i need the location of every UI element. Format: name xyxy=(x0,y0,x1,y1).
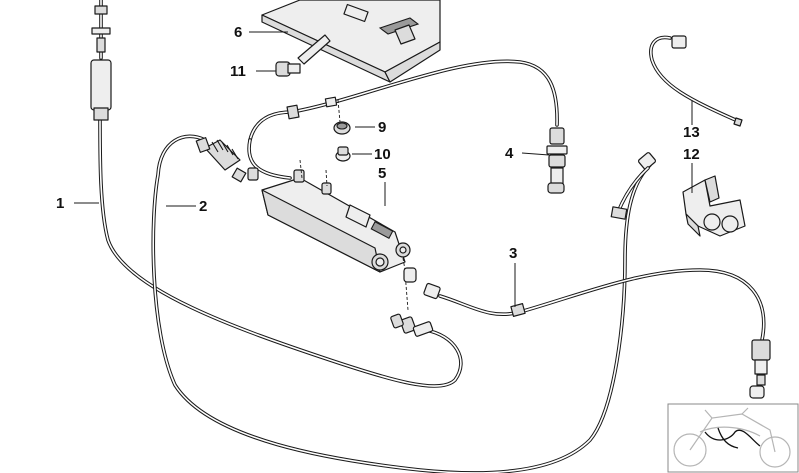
motorcycle-thumbnail-icon xyxy=(667,403,799,473)
bracket-plate-6[interactable] xyxy=(261,0,441,83)
cable-3[interactable] xyxy=(423,268,771,399)
valve-housing-5[interactable] xyxy=(247,159,417,329)
callout-4: 4 xyxy=(505,145,514,162)
callout-10: 10 xyxy=(374,146,391,163)
callout-1: 1 xyxy=(56,195,64,212)
callout-2: 2 xyxy=(199,198,207,215)
callout-9: 9 xyxy=(378,119,386,136)
bushing-10[interactable] xyxy=(335,146,351,162)
callout-labels: 1 2 3 4 5 6 9 10 11 12 13 xyxy=(56,24,700,262)
callout-3: 3 xyxy=(509,245,517,262)
callout-6: 6 xyxy=(234,24,242,41)
cable-1[interactable] xyxy=(90,0,463,388)
callout-12: 12 xyxy=(683,146,700,163)
grommet-9[interactable] xyxy=(333,99,351,135)
cable-2[interactable] xyxy=(151,134,657,473)
bolt-11[interactable] xyxy=(275,61,301,77)
cable-tie-13[interactable] xyxy=(649,35,743,127)
leader-lines xyxy=(74,31,693,307)
callout-11: 11 xyxy=(230,63,246,80)
cable-clip-12[interactable] xyxy=(682,175,746,237)
callout-5: 5 xyxy=(378,165,386,182)
callout-13: 13 xyxy=(683,124,700,141)
cable-4[interactable] xyxy=(247,59,568,194)
